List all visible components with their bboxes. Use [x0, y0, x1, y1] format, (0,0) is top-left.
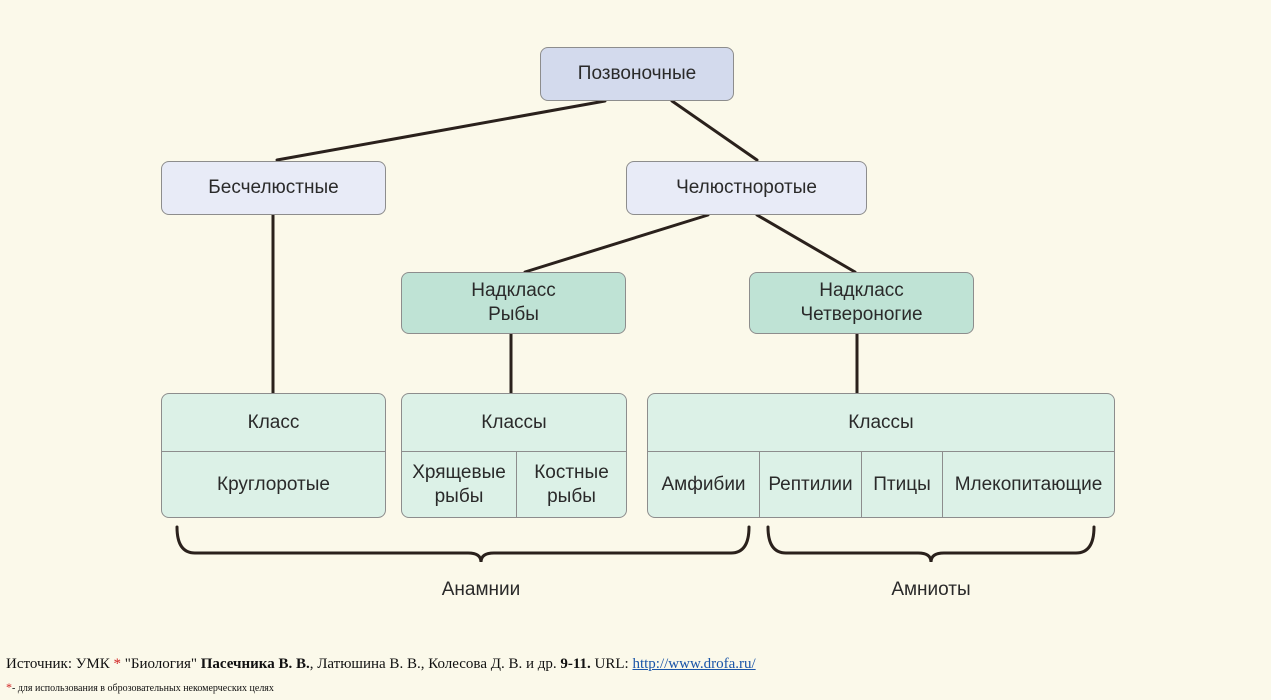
superclass-tetrapods-line2: Четвероногие: [800, 304, 923, 325]
source-citation: Источник: УМК * "Биология" Пасечника В. …: [6, 656, 756, 673]
node-vertebrates-label: Позвоночные: [577, 63, 697, 84]
usage-note-text: - для использования в оброзовательных не…: [12, 683, 274, 694]
brace-label-anamnia: Анамнии: [441, 579, 521, 600]
usage-note-asterisk: *: [6, 680, 12, 694]
node-jawless-label: Бесчелюстные: [208, 177, 339, 198]
node-jawed: Челюстноротые: [626, 161, 867, 215]
edge-jawed-fish: [523, 213, 710, 274]
class-cell-mammals: Млекопитающие: [942, 452, 1114, 517]
group-tetrapods-header: Классы: [648, 394, 1114, 452]
cartilaginous-line2: рыбы: [434, 485, 484, 507]
superclass-fish-line1: Надкласс: [471, 280, 556, 301]
source-url-link[interactable]: http://www.drofa.ru/: [632, 656, 756, 672]
source-url-label: URL:: [594, 656, 629, 672]
group-cyclostomes-body: Круглоротые: [162, 452, 385, 517]
source-title: "Биология": [124, 656, 197, 672]
group-cyclostomes-header: Класс: [162, 394, 385, 452]
superclass-tetrapods-label: Надкласс Четвероногие: [800, 279, 922, 327]
class-cell-amphibians: Амфибии: [661, 473, 746, 495]
group-tetrapod-classes: Классы Амфибии Рептилии Птицы Млекопитаю…: [647, 393, 1115, 518]
class-cell-birds: Птицы: [861, 452, 942, 517]
edge-jawed-tetrapods: [755, 213, 857, 274]
brace-label-amniota: Амниоты: [891, 579, 971, 600]
source-prefix: Источник: УМК: [6, 656, 110, 672]
brace-amniota: [766, 525, 1096, 563]
source-asterisk: *: [113, 656, 121, 672]
group-fish-header: Классы: [402, 394, 626, 452]
source-author: Пасечника В. В.: [200, 656, 310, 672]
bony-line2: рыбы: [547, 485, 596, 507]
superclass-tetrapods-line1: Надкласс: [819, 280, 904, 301]
superclass-fish-line2: Рыбы: [488, 304, 539, 325]
cartilaginous-line1: Хрящевые: [412, 461, 506, 483]
group-tetrapods-body: Амфибии Рептилии Птицы Млекопитающие: [648, 452, 1114, 517]
bony-line1: Костные: [534, 461, 609, 483]
node-superclass-fish: Надкласс Рыбы: [401, 272, 626, 334]
edge-root-jawless: [275, 99, 607, 162]
usage-note: *- для использования в оброзовательных н…: [6, 680, 274, 695]
node-superclass-tetrapods: Надкласс Четвероногие: [749, 272, 974, 334]
source-grades: 9-11.: [560, 656, 591, 672]
group-cyclostomes: Класс Круглоротые: [161, 393, 386, 518]
node-jawless: Бесчелюстные: [161, 161, 386, 215]
superclass-fish-label: Надкласс Рыбы: [471, 279, 556, 327]
node-vertebrates: Позвоночные: [540, 47, 734, 101]
edge-root-jawed: [670, 99, 759, 162]
source-coauthors: , Латюшина В. В., Колесова Д. В. и др.: [309, 656, 557, 672]
brace-anamnia: [175, 525, 751, 563]
node-jawed-label: Челюстноротые: [676, 177, 817, 198]
class-cell-reptiles: Рептилии: [759, 452, 861, 517]
class-cell-cyclostomes: Круглоротые: [217, 473, 330, 495]
